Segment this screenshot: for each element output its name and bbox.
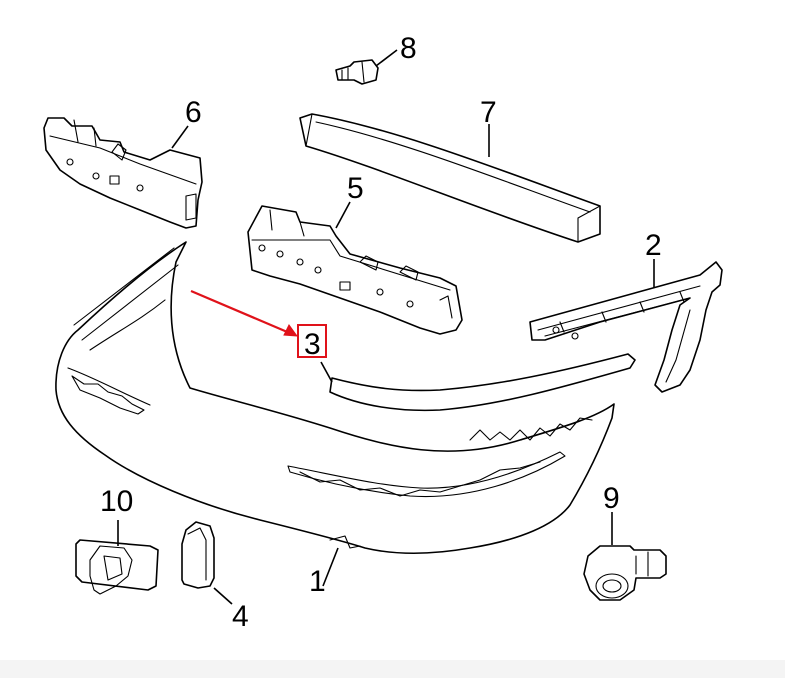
callout-5[interactable]: 5 (347, 172, 364, 205)
leader-3 (320, 361, 333, 383)
callout-labels: 1 2 3 4 5 6 7 8 9 10 (100, 32, 662, 633)
callout-3[interactable]: 3 (304, 328, 321, 361)
callout-6[interactable]: 6 (185, 96, 202, 129)
side-bracket[interactable] (43, 117, 203, 229)
highlight (190, 289, 327, 358)
molding-strip[interactable] (329, 353, 636, 412)
parking-sensor[interactable] (583, 545, 667, 601)
highlight-arrow (190, 289, 293, 336)
footer-strip (0, 660, 785, 678)
callout-1[interactable]: 1 (309, 565, 326, 598)
bumper-guide[interactable] (529, 261, 723, 393)
highlight-arrowhead (283, 324, 299, 337)
callout-4[interactable]: 4 (232, 600, 249, 633)
callout-8[interactable]: 8 (400, 32, 417, 65)
reinforcement-bar[interactable] (299, 113, 601, 243)
callout-3-highlight-box (297, 324, 327, 358)
bumper-cover[interactable] (55, 241, 615, 555)
parts-diagram: 1 2 3 4 5 6 7 8 9 10 (43, 32, 723, 633)
leader-6 (171, 125, 189, 149)
callout-7[interactable]: 7 (480, 96, 497, 129)
leader-4 (213, 587, 233, 605)
callout-9[interactable]: 9 (603, 482, 620, 515)
leader-1 (322, 547, 339, 587)
leader-8 (375, 49, 398, 67)
end-cap[interactable] (181, 521, 215, 589)
bolt[interactable] (335, 59, 379, 85)
sensor-retainer[interactable] (75, 539, 159, 595)
center-bracket[interactable] (247, 205, 463, 335)
leader-lines (117, 49, 655, 605)
leader-5 (335, 201, 351, 229)
callout-10[interactable]: 10 (100, 485, 133, 518)
callout-2[interactable]: 2 (645, 229, 662, 262)
